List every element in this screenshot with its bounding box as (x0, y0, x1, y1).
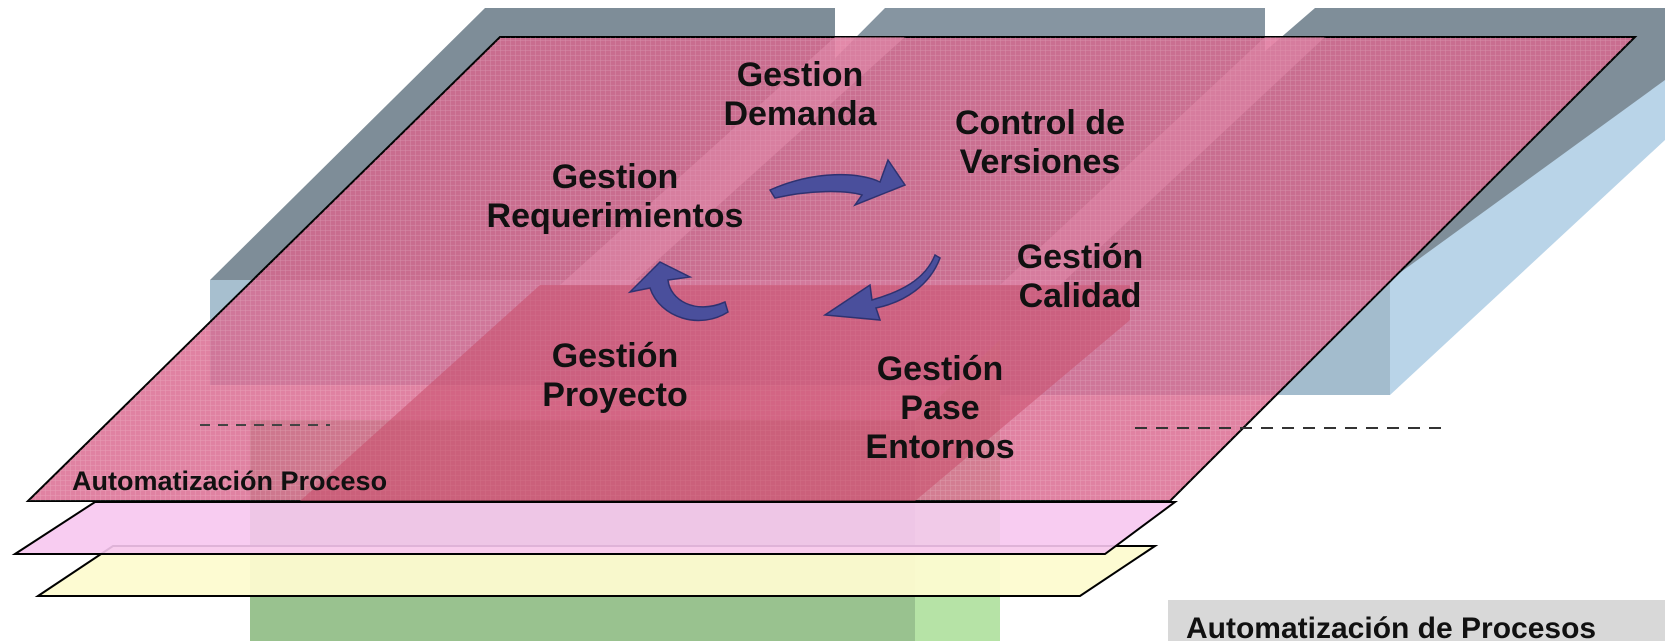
legend-label: Automatización de Procesos (1186, 612, 1597, 641)
node-control-versiones: Control de Versiones (925, 104, 1155, 182)
node-gestion-demanda-line-1: Gestion (736, 56, 864, 94)
node-gestion-requerimientos-line-1: Gestion (551, 158, 679, 196)
node-gestion-requerimientos-line-2: Requerimientos (486, 197, 744, 235)
node-gestion-proyecto-line-1: Gestión (551, 337, 679, 375)
yellow-layer (34, 545, 1159, 597)
plane-stripe-right (1000, 37, 1325, 285)
node-gestion-proyecto: Gestión Proyecto (520, 337, 710, 415)
legend-box: Automatización de Procesos (1168, 600, 1665, 641)
node-gestion-pase-entornos-line-3: Entornos (865, 428, 1015, 466)
node-gestion-pase-entornos-line-2: Pase (900, 389, 980, 427)
node-gestion-calidad: Gestión Calidad (990, 238, 1170, 316)
plane-label: Automatización Proceso (72, 466, 388, 496)
arrow-calidad-to-pase (822, 253, 941, 321)
node-gestion-calidad-line-2: Calidad (1018, 277, 1142, 315)
node-control-versiones-line-1: Control de (955, 104, 1125, 142)
arrow-demanda-to-versiones (768, 158, 907, 207)
arrow-proyecto-to-requerimientos (627, 261, 729, 322)
node-gestion-calidad-line-1: Gestión (1016, 238, 1144, 276)
node-gestion-pase-entornos: Gestión Pase Entornos (840, 350, 1040, 467)
node-gestion-proyecto-line-2: Proyecto (542, 376, 688, 414)
node-gestion-pase-entornos-line-1: Gestión (876, 350, 1004, 388)
node-gestion-demanda: Gestion Demanda (700, 56, 900, 134)
node-gestion-requerimientos: Gestion Requerimientos (470, 158, 760, 236)
inner-overlap-region (300, 285, 1130, 501)
pink-layer (11, 501, 1179, 555)
plane-stripe-left (560, 37, 905, 285)
node-gestion-demanda-line-2: Demanda (723, 95, 877, 133)
node-control-versiones-line-2: Versiones (959, 143, 1121, 181)
